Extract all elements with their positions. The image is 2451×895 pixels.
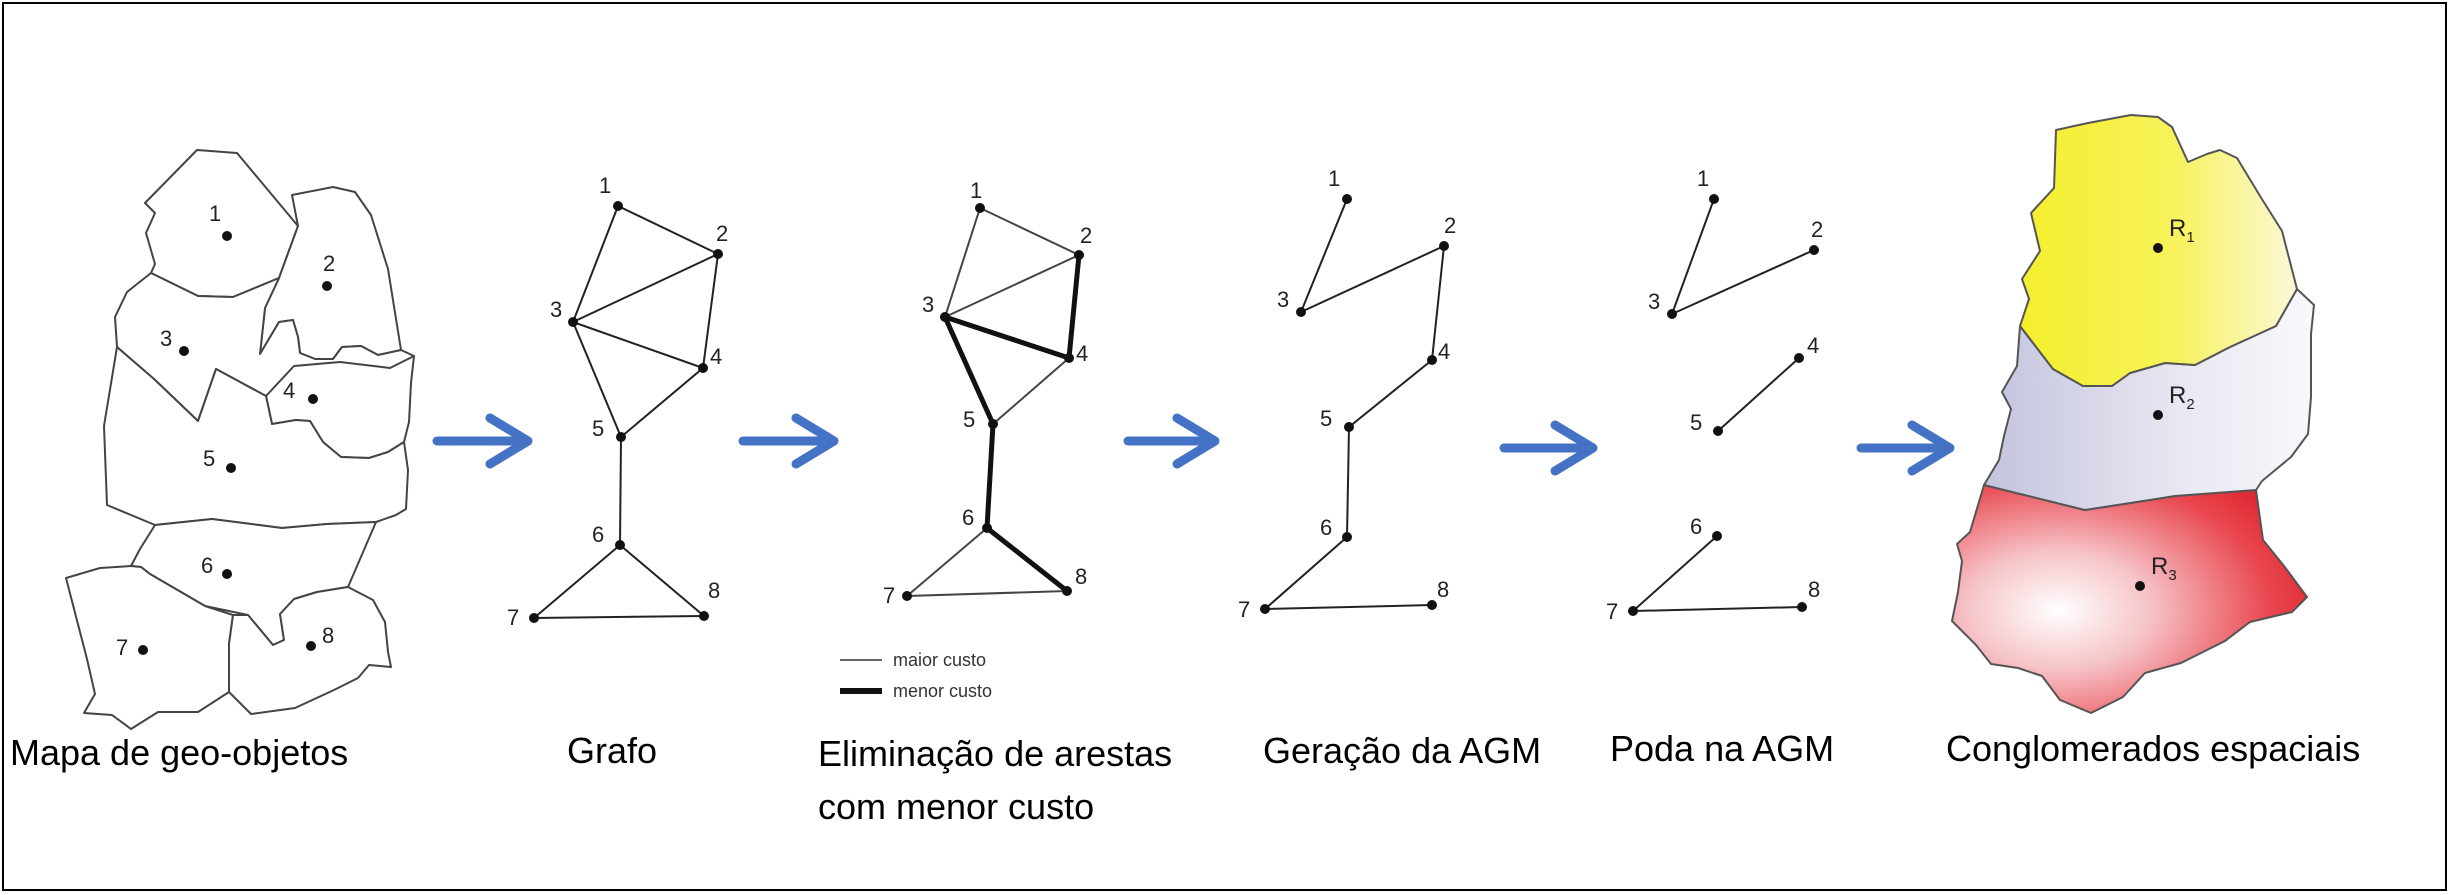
mst-label-2: 2 bbox=[1444, 213, 1456, 238]
caption-edge-elimination-line-1: Eliminação de arestas bbox=[818, 733, 1173, 774]
weighted-label-7: 7 bbox=[883, 583, 895, 608]
arrow-right-icon bbox=[1856, 420, 1955, 476]
caption-spatial-clusters: Conglomerados espaciais bbox=[1946, 728, 2361, 769]
pruned-label-4: 4 bbox=[1807, 333, 1819, 358]
pruned-label-8: 8 bbox=[1808, 577, 1820, 602]
mst-label-4: 4 bbox=[1438, 339, 1450, 364]
weighted-label-6: 6 bbox=[962, 505, 974, 530]
centroid-7 bbox=[138, 645, 148, 655]
arrow-right-icon bbox=[1499, 420, 1598, 476]
mst-label-7: 7 bbox=[1238, 597, 1250, 622]
mst-label-5: 5 bbox=[1320, 406, 1332, 431]
caption-geo-objects-map: Mapa de geo-objetos bbox=[10, 732, 349, 773]
graph-label-3: 3 bbox=[550, 297, 562, 322]
edge-cost-legend: maior custo menor custo bbox=[840, 650, 992, 701]
pruned-nodes bbox=[1628, 194, 1819, 616]
graph-label-4: 4 bbox=[710, 344, 722, 369]
map-label-5: 5 bbox=[203, 446, 215, 471]
map-label-8: 8 bbox=[322, 623, 334, 648]
centroid-6 bbox=[222, 569, 232, 579]
weighted-label-8: 8 bbox=[1075, 564, 1087, 589]
pruned-label-7: 7 bbox=[1606, 599, 1618, 624]
pruned-label-5: 5 bbox=[1690, 410, 1702, 435]
legend-menor-custo: menor custo bbox=[893, 681, 992, 701]
geo-object-1 bbox=[144, 149, 299, 298]
spatial-clusters bbox=[1951, 114, 2315, 714]
mst-label-6: 6 bbox=[1320, 515, 1332, 540]
legend-maior-custo: maior custo bbox=[893, 650, 986, 670]
map-label-6: 6 bbox=[201, 553, 213, 578]
mst-label-1: 1 bbox=[1328, 166, 1340, 191]
mst-edges bbox=[1264, 198, 1445, 610]
centroid-5 bbox=[226, 463, 236, 473]
weighted-edges-thick bbox=[942, 254, 1082, 593]
pruned-label-2: 2 bbox=[1811, 217, 1823, 242]
pruned-label-6: 6 bbox=[1690, 514, 1702, 539]
map-label-3: 3 bbox=[160, 326, 172, 351]
centroid-1 bbox=[222, 231, 232, 241]
graph-nodes bbox=[529, 201, 723, 623]
mst-nodes bbox=[1260, 194, 1449, 614]
caption-edge-elimination-line-2: com menor custo bbox=[818, 786, 1095, 827]
graph-label-1: 1 bbox=[599, 173, 611, 198]
process-arrows bbox=[432, 413, 1955, 476]
geo-object-centroids bbox=[138, 231, 332, 655]
weighted-label-5: 5 bbox=[963, 407, 975, 432]
region-label-3: R3 bbox=[2151, 553, 2177, 584]
centroid-3 bbox=[179, 346, 189, 356]
map-label-1: 1 bbox=[209, 201, 221, 226]
arrow-right-icon bbox=[432, 413, 533, 469]
caption-mst-generation: Geração da AGM bbox=[1263, 730, 1542, 771]
weighted-edges-thin bbox=[906, 207, 1080, 597]
map-label-2: 2 bbox=[323, 251, 335, 276]
graph-label-8: 8 bbox=[708, 578, 720, 603]
cluster-region-3 bbox=[1951, 484, 2308, 714]
region-label-1: R1 bbox=[2169, 215, 2195, 246]
cluster-centroids bbox=[2135, 243, 2163, 591]
graph-edges bbox=[533, 205, 719, 619]
region-label-2: R2 bbox=[2169, 382, 2195, 413]
arrow-right-icon bbox=[1123, 413, 1220, 469]
weighted-label-2: 2 bbox=[1080, 223, 1092, 248]
graph-label-5: 5 bbox=[592, 416, 604, 441]
pruned-label-3: 3 bbox=[1648, 289, 1660, 314]
map-label-7: 7 bbox=[116, 635, 128, 660]
mst-label-8: 8 bbox=[1437, 577, 1449, 602]
graph-label-2: 2 bbox=[716, 221, 728, 246]
arrow-right-icon bbox=[738, 413, 839, 469]
geo-objects-map bbox=[65, 149, 415, 730]
centroid-4 bbox=[308, 394, 318, 404]
graph-label-6: 6 bbox=[592, 522, 604, 547]
mst-label-3: 3 bbox=[1277, 287, 1289, 312]
caption-graph: Grafo bbox=[567, 730, 658, 771]
centroid-2 bbox=[322, 281, 332, 291]
weighted-label-4: 4 bbox=[1076, 341, 1088, 366]
pruned-label-1: 1 bbox=[1697, 166, 1709, 191]
weighted-label-1: 1 bbox=[970, 178, 982, 203]
centroid-8 bbox=[306, 641, 316, 651]
weighted-label-3: 3 bbox=[922, 292, 934, 317]
map-label-4: 4 bbox=[283, 378, 295, 403]
weighted-nodes bbox=[902, 203, 1084, 601]
pruned-edges bbox=[1632, 198, 1815, 612]
graph-label-7: 7 bbox=[507, 605, 519, 630]
caption-mst-pruning: Poda na AGM bbox=[1610, 728, 1835, 769]
